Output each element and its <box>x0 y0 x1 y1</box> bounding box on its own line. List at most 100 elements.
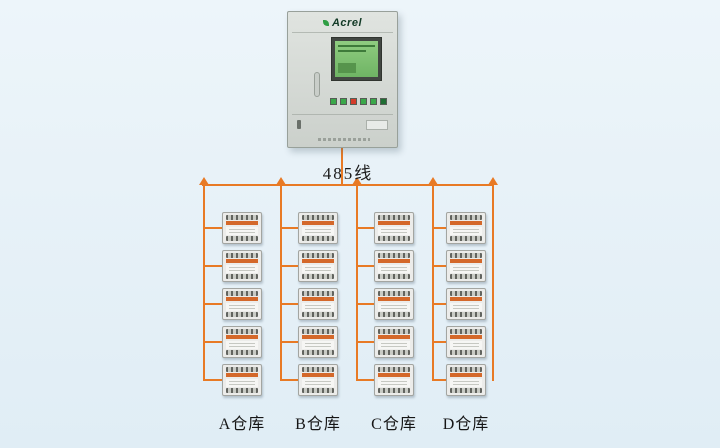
device-stub-line <box>356 341 374 343</box>
device-stripe <box>450 297 482 301</box>
panel-button <box>340 98 347 105</box>
device-module <box>374 288 414 320</box>
device-stripe <box>450 335 482 339</box>
cabinet-seam <box>292 114 393 115</box>
terminal-strip <box>302 367 334 372</box>
terminal-strip <box>450 312 482 317</box>
arrowhead-up-icon <box>199 177 209 185</box>
terminal-strip <box>302 350 334 355</box>
terminal-strip <box>450 236 482 241</box>
terminal-strip <box>302 388 334 393</box>
device-label-area <box>378 379 410 387</box>
device-module <box>222 212 262 244</box>
device-module <box>298 212 338 244</box>
terminal-strip <box>450 367 482 372</box>
terminal-strip <box>226 367 258 372</box>
terminal-strip <box>450 291 482 296</box>
device-module <box>222 326 262 358</box>
device-module <box>446 288 486 320</box>
bus-end-line <box>492 184 494 381</box>
warehouse-label: A仓库 <box>218 416 266 433</box>
device-label-area <box>378 341 410 349</box>
terminal-strip <box>378 291 410 296</box>
device-module <box>222 364 262 396</box>
device-label-area <box>226 379 258 387</box>
footer-text-smudge <box>318 138 370 141</box>
device-stack <box>374 212 414 396</box>
terminal-strip <box>226 329 258 334</box>
device-stack <box>222 212 262 396</box>
panel-button <box>380 98 387 105</box>
terminal-strip <box>226 236 258 241</box>
device-stripe <box>226 373 258 377</box>
device-stub-line <box>203 303 222 305</box>
terminal-strip <box>302 274 334 279</box>
control-cabinet: Acrel <box>287 11 398 148</box>
lcd-screen <box>331 37 382 81</box>
terminal-strip <box>378 388 410 393</box>
device-column <box>374 212 414 396</box>
cabinet-drop-line <box>341 148 343 184</box>
device-stack <box>298 212 338 396</box>
device-stub-line <box>203 379 222 381</box>
device-stub-line <box>280 303 298 305</box>
terminal-strip <box>378 215 410 220</box>
device-label-area <box>302 341 334 349</box>
feeder-line <box>280 184 282 381</box>
device-stripe <box>226 335 258 339</box>
device-stub-line <box>280 227 298 229</box>
device-stub-line <box>280 265 298 267</box>
terminal-strip <box>226 312 258 317</box>
device-stripe <box>378 297 410 301</box>
terminal-strip <box>450 350 482 355</box>
terminal-strip <box>378 367 410 372</box>
terminal-strip <box>226 388 258 393</box>
device-stripe <box>226 221 258 225</box>
sensor-strip <box>314 72 320 97</box>
terminal-strip <box>450 215 482 220</box>
device-stripe <box>302 259 334 263</box>
terminal-strip <box>450 388 482 393</box>
terminal-strip <box>302 291 334 296</box>
device-label-area <box>450 303 482 311</box>
device-stub-line <box>203 227 222 229</box>
device-stripe <box>302 373 334 377</box>
device-module <box>298 288 338 320</box>
bus-label: 485线 <box>322 164 374 183</box>
device-stub-line <box>432 379 446 381</box>
feeder-line <box>432 184 434 381</box>
device-module <box>446 326 486 358</box>
device-stripe <box>378 335 410 339</box>
bus-line-485 <box>202 184 494 186</box>
terminal-strip <box>450 274 482 279</box>
device-stripe <box>378 259 410 263</box>
device-label-area <box>302 265 334 273</box>
device-stripe <box>226 297 258 301</box>
device-module <box>446 364 486 396</box>
device-module <box>374 250 414 282</box>
device-stripe <box>450 221 482 225</box>
screen-text-line <box>338 45 375 47</box>
terminal-strip <box>302 312 334 317</box>
door-handle <box>297 120 301 129</box>
device-module <box>222 250 262 282</box>
warehouse-label: D仓库 <box>442 416 490 433</box>
terminal-strip <box>226 215 258 220</box>
device-stub-line <box>356 379 374 381</box>
device-stub-line <box>356 303 374 305</box>
terminal-strip <box>450 329 482 334</box>
screen-text-line <box>338 50 366 52</box>
device-module <box>298 250 338 282</box>
device-label-area <box>302 303 334 311</box>
device-stripe <box>378 221 410 225</box>
device-label-area <box>378 265 410 273</box>
device-stripe <box>302 297 334 301</box>
device-stub-line <box>356 227 374 229</box>
device-stripe <box>378 373 410 377</box>
device-module <box>298 326 338 358</box>
device-label-area <box>226 303 258 311</box>
terminal-strip <box>378 236 410 241</box>
device-module <box>374 212 414 244</box>
feeder-line <box>356 184 358 381</box>
